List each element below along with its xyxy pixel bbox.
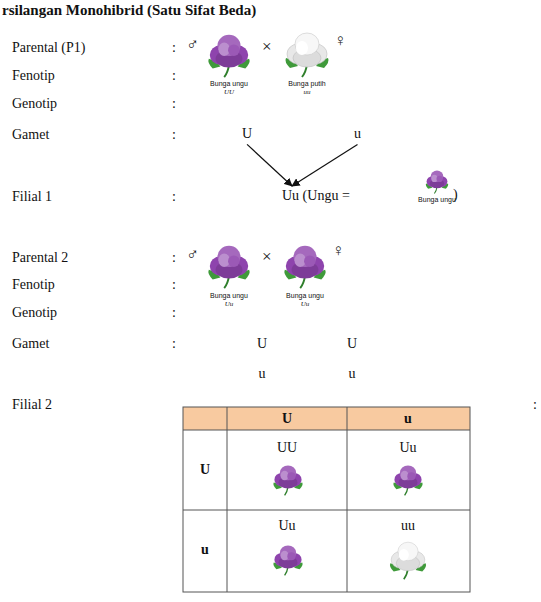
label: Gamet <box>12 336 49 351</box>
label: U <box>282 411 292 426</box>
label: : <box>172 305 176 320</box>
label: UU <box>277 440 297 455</box>
purple-flower <box>393 465 422 495</box>
label: : <box>172 277 176 292</box>
label: Parental (P1) <box>12 40 85 55</box>
label: u <box>201 542 209 557</box>
label: Parental 2 <box>12 250 68 265</box>
label: × <box>262 38 272 57</box>
label: u <box>349 366 356 381</box>
label: Genotip <box>12 305 57 320</box>
label: : <box>172 189 176 204</box>
white-flower <box>286 33 329 77</box>
node-text: Uu (Ungu = <box>282 188 350 203</box>
label: : <box>533 397 537 412</box>
label: Uu <box>301 301 310 309</box>
purple-flower <box>273 545 302 575</box>
label: u <box>259 366 266 381</box>
label: : <box>172 96 176 111</box>
label: U <box>347 336 357 351</box>
node-text: u <box>354 126 361 141</box>
label: Uu <box>399 440 416 455</box>
label: ♀ <box>332 242 345 261</box>
purple-flower <box>208 246 249 288</box>
label: Fenotip <box>12 277 55 292</box>
label: Fenotip <box>12 68 55 83</box>
arrow <box>292 144 358 186</box>
label: : <box>172 68 176 83</box>
title: rsilangan Monohibrid (Satu Sifat Beda) <box>2 2 256 19</box>
label: UU <box>224 89 234 97</box>
punnett-table <box>183 407 470 592</box>
label: : <box>172 250 176 265</box>
label: Filial 1 <box>12 189 52 204</box>
label: Genotip <box>12 96 57 111</box>
arrow <box>247 144 292 186</box>
label: : <box>172 40 176 55</box>
label: Filial 2 <box>12 397 52 412</box>
label: uu <box>401 518 415 533</box>
white-flower <box>390 542 426 579</box>
purple-flower <box>208 35 249 77</box>
label: Bunga ungu <box>210 292 248 300</box>
label: Gamet <box>12 127 49 142</box>
label: × <box>262 248 272 267</box>
label: U <box>200 462 210 477</box>
purple-flower <box>426 171 448 194</box>
label: Bunga ungu <box>418 196 456 204</box>
gamete: u <box>352 125 363 142</box>
label: Uu <box>278 518 295 533</box>
offspring: Uu (Ungu = <box>280 187 352 204</box>
label: Bunga ungu <box>210 80 248 88</box>
purple-flower <box>273 465 302 495</box>
label: Bunga ungu <box>286 292 324 300</box>
label: Uu <box>225 301 234 309</box>
gamete: U <box>240 125 254 142</box>
label: ♀ <box>334 32 347 51</box>
label: Bunga putih <box>288 80 325 88</box>
node-text: U <box>242 126 252 141</box>
label: uu <box>304 89 311 97</box>
label: : <box>172 336 176 351</box>
label: : <box>172 127 176 142</box>
purple-flower <box>284 246 325 288</box>
label: U <box>257 336 267 351</box>
label: ♂ <box>186 36 199 55</box>
label: ♂ <box>186 246 199 265</box>
label: u <box>404 411 412 426</box>
